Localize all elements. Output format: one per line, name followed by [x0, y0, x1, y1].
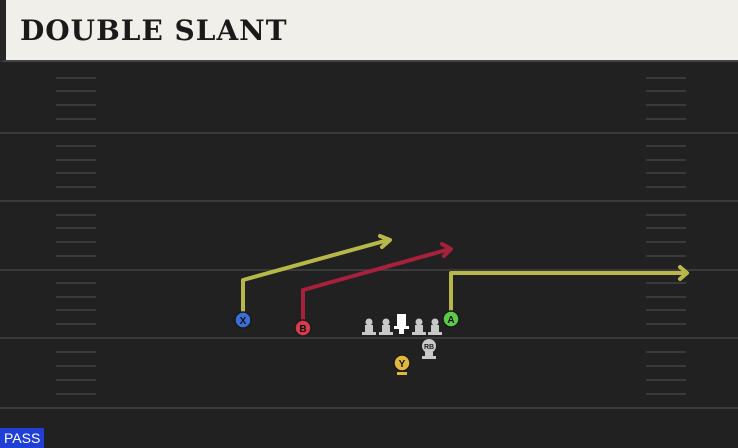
route-x: [241, 234, 392, 320]
lineman-icon: [412, 318, 426, 335]
player-b[interactable]: B: [294, 319, 312, 337]
lineman-icon: [428, 318, 442, 335]
play-title: DOUBLE SLANT: [20, 14, 288, 47]
player-a-label: A: [447, 315, 454, 326]
player-a[interactable]: A: [442, 310, 460, 328]
route-b: [301, 242, 453, 328]
route-a: [449, 265, 689, 318]
lineman-icon: [362, 318, 376, 335]
lineman-icon: [379, 318, 393, 335]
football-field: [0, 62, 738, 448]
offensive-line: [362, 314, 442, 335]
player-rb[interactable]: RB: [422, 339, 436, 359]
player-x-label: X: [240, 316, 247, 327]
hash-marks-left: [56, 77, 96, 395]
player-y-label: Y: [399, 359, 406, 370]
player-b-label: B: [299, 324, 306, 335]
yard-lines: [0, 132, 738, 409]
play-type-badge: PASS: [0, 428, 45, 448]
play-header: DOUBLE SLANT: [0, 0, 738, 62]
player-x[interactable]: X: [234, 311, 252, 329]
player-y[interactable]: Y: [393, 354, 411, 375]
center-icon: [394, 314, 409, 334]
player-rb-label: RB: [424, 344, 434, 351]
hash-marks-right: [646, 77, 686, 395]
